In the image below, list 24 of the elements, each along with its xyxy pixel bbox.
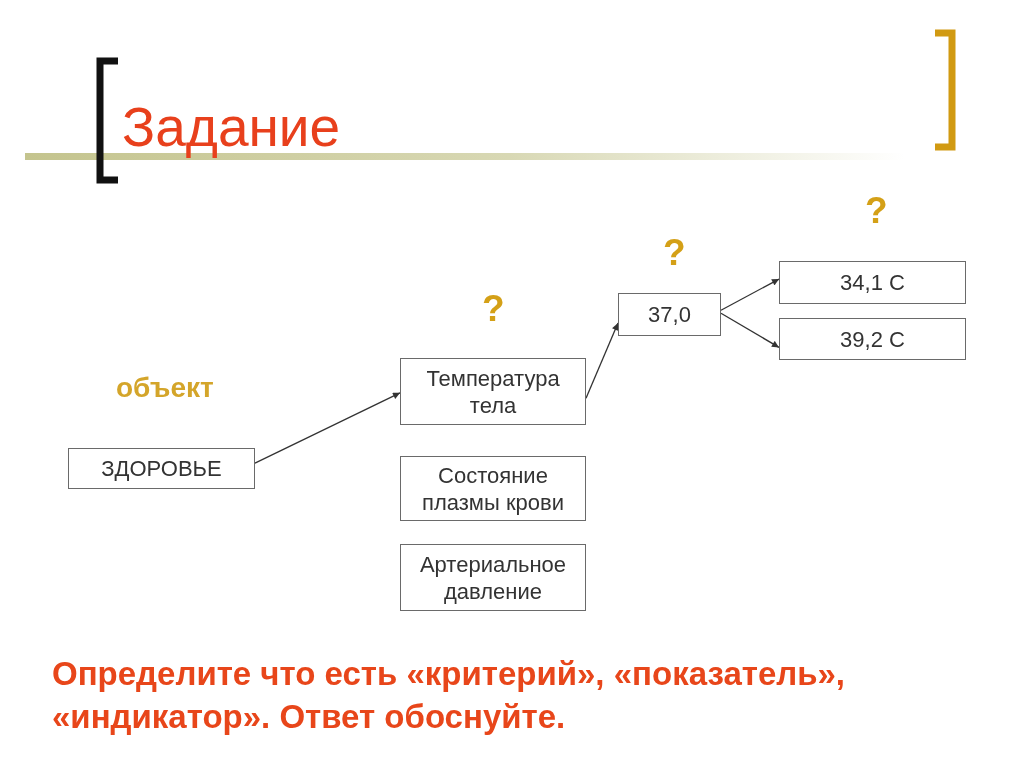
box-label: 37,0 xyxy=(648,301,691,328)
box-label: ЗДОРОВЬЕ xyxy=(101,455,222,482)
task-text: Определите что есть «критерий», «показатель», «индикатор». Ответ обоснуйте. xyxy=(52,654,846,737)
process-box xyxy=(400,456,586,521)
arrow xyxy=(254,392,401,464)
process-box xyxy=(68,448,255,489)
box-label: 34,1 C xyxy=(840,269,905,296)
process-box xyxy=(618,293,721,336)
arrow xyxy=(585,322,619,399)
column-heading: объект xyxy=(116,372,214,404)
question-mark: ? xyxy=(482,288,505,330)
arrow xyxy=(720,312,780,349)
process-box xyxy=(400,544,586,611)
process-box xyxy=(779,318,966,360)
question-mark: ? xyxy=(865,190,888,232)
box-label: Артериальное давление xyxy=(418,550,568,605)
box-label: 39,2 C xyxy=(840,325,905,353)
question-mark: ? xyxy=(663,232,686,274)
process-box xyxy=(779,261,966,304)
box-label: Температура тела xyxy=(425,364,561,419)
process-box xyxy=(400,358,586,425)
slide-title: Задание xyxy=(122,96,341,158)
box-label: Состояние плазмы крови xyxy=(421,461,565,516)
arrow xyxy=(720,278,780,311)
